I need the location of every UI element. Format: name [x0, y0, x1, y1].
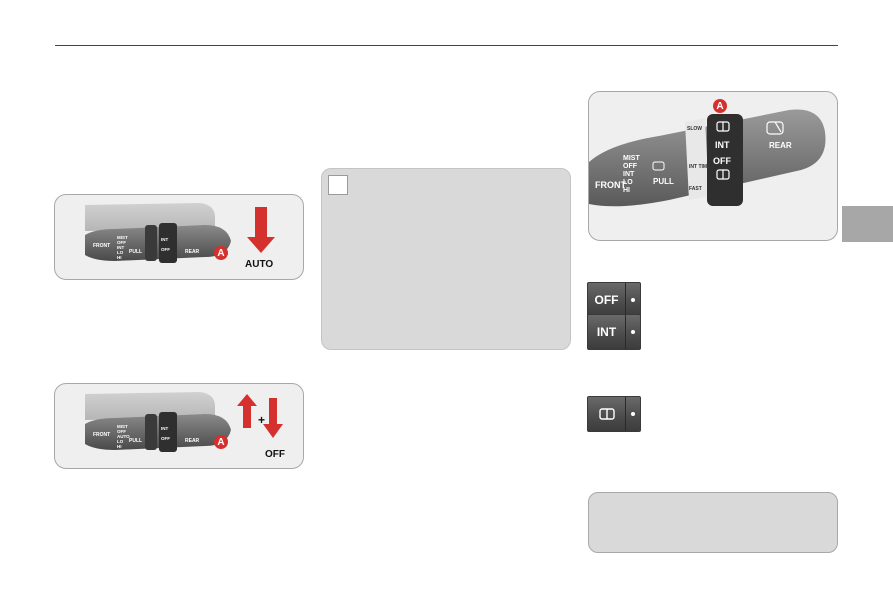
down-arrow-icon — [263, 398, 283, 438]
callout-a-badge: A — [214, 435, 228, 449]
label-rear: REAR — [185, 249, 200, 255]
label-lever-off: OFF — [161, 247, 170, 252]
callout-a-badge: A — [214, 246, 228, 260]
plus-sign: + — [258, 413, 265, 427]
label-lo: LO — [623, 179, 633, 186]
label-fast: FAST — [689, 186, 702, 192]
label-off: OFF — [117, 429, 126, 434]
label-pull: PULL — [653, 177, 674, 186]
label-mist: MIST — [117, 424, 128, 429]
rear-wiper-switch-icon — [587, 396, 641, 432]
wiper-stalk-illustration: FRONT MIST OFF AUTO LO HI PULL INT OFF R… — [85, 392, 285, 460]
info-box — [588, 492, 838, 553]
label-lever-int: INT — [161, 237, 169, 242]
callout-a-badge: A — [713, 99, 727, 113]
label-lo: LO — [117, 250, 124, 255]
note-box — [321, 168, 571, 350]
rear-wiper-icon — [716, 121, 730, 132]
label-pull: PULL — [129, 438, 142, 444]
indicator-dot-icon — [631, 412, 635, 416]
figure-rear-wiper-stalk: FRONT MIST OFF INT LO HI PULL SLOW INT T… — [588, 91, 838, 241]
down-arrow-icon — [247, 207, 275, 253]
label-off: OFF — [623, 163, 638, 170]
label-slow: SLOW — [687, 126, 702, 132]
up-arrow-icon — [237, 394, 257, 428]
label-int-time: INT TIME — [689, 164, 711, 170]
header-rule — [55, 45, 838, 46]
off-switch-label: OFF — [594, 293, 619, 307]
figure-wiper-auto: FRONT MIST OFF INT LO HI PULL INT OFF RE… — [54, 194, 304, 280]
int-switch-icon: INT — [587, 314, 641, 350]
label-int: INT — [117, 245, 125, 250]
note-icon — [328, 175, 348, 195]
label-lever-int: INT — [161, 426, 169, 431]
chapter-side-tab — [842, 206, 893, 242]
indicator-dot-icon — [631, 330, 635, 334]
int-switch-label: INT — [596, 325, 617, 339]
rear-wiper-icon — [598, 408, 615, 420]
label-hi: HI — [623, 187, 630, 194]
label-mist: MIST — [117, 235, 128, 240]
caption-off: OFF — [265, 449, 285, 460]
label-front: FRONT — [93, 243, 110, 249]
label-ring-int: INT — [715, 140, 730, 150]
front-wiper-icon — [652, 161, 665, 171]
figure-wiper-off: FRONT MIST OFF AUTO LO HI PULL INT OFF R… — [54, 383, 304, 469]
label-front: FRONT — [595, 180, 626, 190]
label-hi: HI — [117, 444, 122, 449]
caption-auto: AUTO — [245, 259, 273, 270]
indicator-dot-icon — [631, 298, 635, 302]
label-rear: REAR — [769, 141, 792, 150]
label-hi: HI — [117, 255, 122, 260]
off-switch-icon: OFF — [587, 282, 641, 318]
label-auto: AUTO — [117, 434, 130, 439]
label-pull: PULL — [129, 249, 142, 255]
label-int: INT — [623, 171, 635, 178]
label-lo: LO — [117, 439, 124, 444]
rear-washer-icon — [716, 169, 730, 180]
wiper-stalk-illustration: FRONT MIST OFF INT LO HI PULL INT OFF RE… — [85, 203, 275, 270]
rear-wiper-stalk-illustration: FRONT MIST OFF INT LO HI PULL SLOW INT T… — [589, 109, 826, 207]
label-front: FRONT — [93, 432, 110, 438]
label-ring-off: OFF — [713, 156, 731, 166]
label-lever-off: OFF — [161, 436, 170, 441]
rear-glass-icon — [766, 121, 784, 135]
label-off: OFF — [117, 240, 126, 245]
label-rear: REAR — [185, 438, 200, 444]
label-mist: MIST — [623, 155, 640, 162]
